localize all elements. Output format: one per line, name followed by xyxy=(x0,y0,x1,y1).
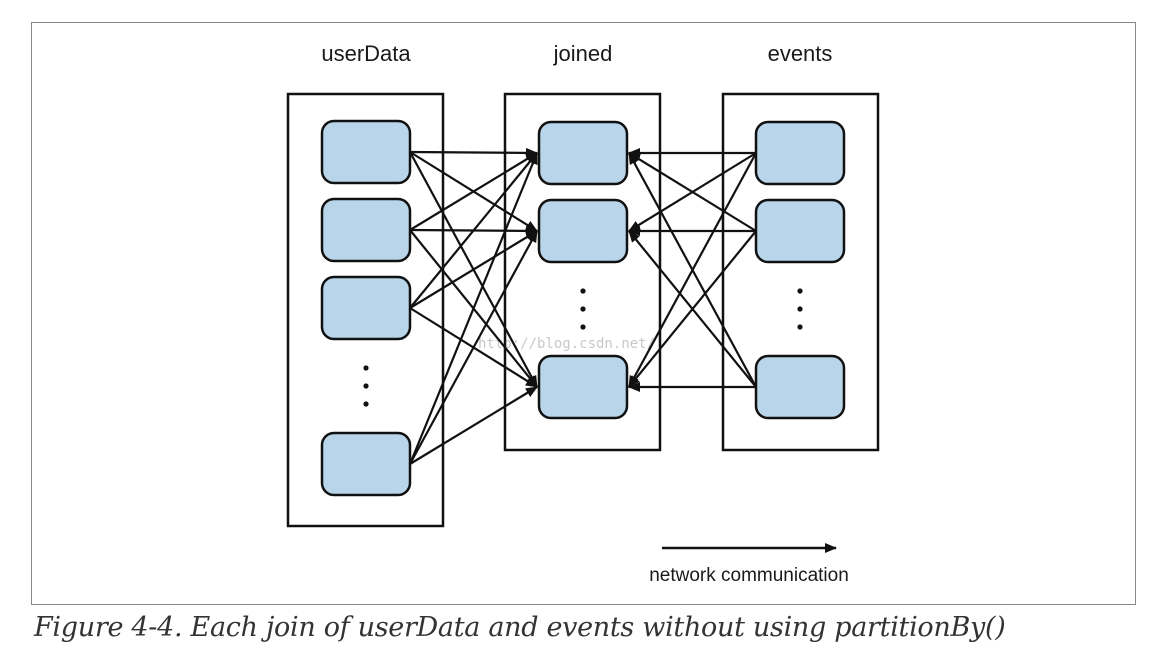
column-title-userData: userData xyxy=(321,41,411,66)
partition-block-joined-0 xyxy=(537,120,629,186)
panel-userData xyxy=(286,92,445,528)
partition-block-userData-2 xyxy=(320,275,412,341)
ellipsis-userData xyxy=(363,365,369,407)
edge-userData-3-to-joined-2 xyxy=(409,386,538,465)
ellipsis-joined xyxy=(580,288,586,330)
figure-frame xyxy=(31,22,1136,605)
edge-userData-0-to-joined-0 xyxy=(409,147,538,158)
edge-events-2-to-joined-0 xyxy=(628,152,757,388)
partition-block-events-1 xyxy=(754,198,846,264)
edge-userData-2-to-joined-1 xyxy=(409,230,538,309)
partition-block-joined-2 xyxy=(537,354,629,420)
edges-group xyxy=(408,147,757,465)
ellipsis-events xyxy=(797,288,803,330)
edge-userData-1-to-joined-0 xyxy=(409,152,538,231)
edge-userData-2-to-joined-0 xyxy=(409,152,538,309)
column-title-joined: joined xyxy=(553,41,613,66)
watermark-text: http://blog.csdn.net/ xyxy=(478,336,655,352)
partition-block-userData-3 xyxy=(320,431,412,497)
column-title-events: events xyxy=(768,41,833,66)
edge-events-1-to-joined-0 xyxy=(628,152,757,232)
edge-userData-3-to-joined-0 xyxy=(408,152,539,465)
panel-joined xyxy=(503,92,662,452)
partition-block-userData-1 xyxy=(320,197,412,263)
partition-block-events-2 xyxy=(754,354,846,420)
figure-caption: Figure 4-4. Each join of userData and ev… xyxy=(34,612,1006,643)
edge-events-2-to-joined-1 xyxy=(628,230,757,388)
blocks-group xyxy=(320,119,846,497)
partition-block-events-0 xyxy=(754,120,846,186)
legend-label: network communication xyxy=(649,565,849,586)
panel-events xyxy=(721,92,880,452)
partition-block-userData-0 xyxy=(320,119,412,185)
edge-userData-3-to-joined-1 xyxy=(409,230,538,465)
partition-block-joined-1 xyxy=(537,198,629,264)
